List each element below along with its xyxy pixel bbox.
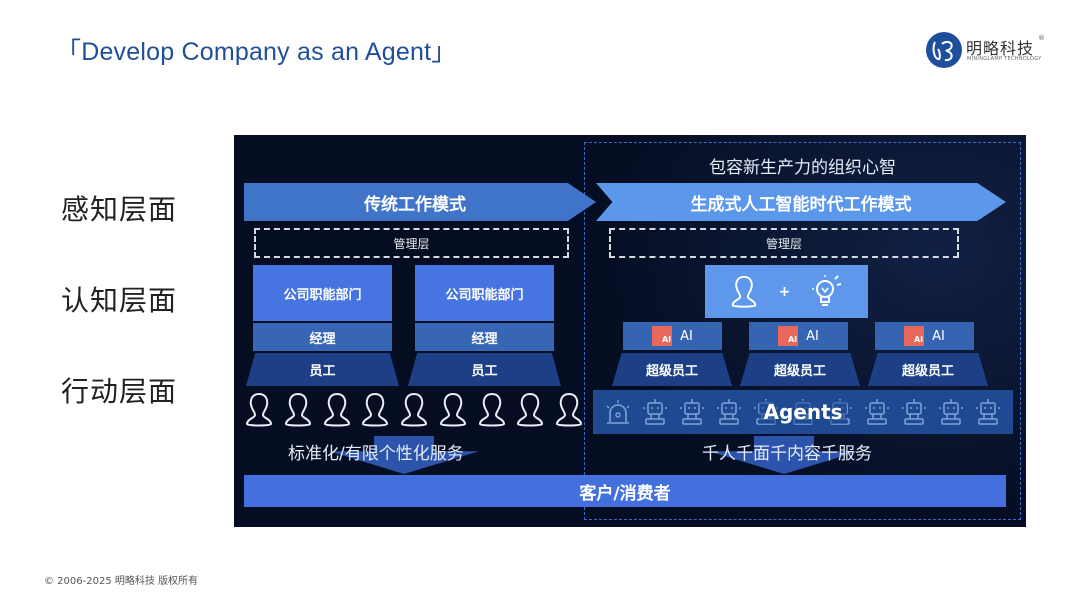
page-title: 「Develop Company as an Agent」 xyxy=(56,38,457,66)
logo-name-cn: 明略科技 xyxy=(966,39,1035,58)
robot-icon xyxy=(939,399,964,425)
manager-box: 经理 xyxy=(253,323,392,351)
super-employee-box: 超级员工 xyxy=(612,353,732,386)
person-icon xyxy=(555,392,583,427)
genai-mode-label: 生成式人工智能时代工作模式 xyxy=(690,194,912,215)
person-icon xyxy=(400,392,428,427)
side-label-action: 行动层面 xyxy=(61,375,178,408)
ai-head-icon: AI xyxy=(652,326,673,346)
management-layer-right: 管理层 xyxy=(609,228,959,258)
person-icon xyxy=(439,392,466,427)
copyright-footer: © 2006-2025 明略科技 版权所有 xyxy=(44,576,199,587)
traditional-mode-arrow: 传统工作模式 xyxy=(244,183,596,221)
department-box: 公司职能部门 xyxy=(415,265,554,321)
right-service-label: 千人千面千内容千服务 xyxy=(702,444,872,464)
staff-box: 员工 xyxy=(246,353,399,386)
customer-bar: 客户/消费者 xyxy=(244,475,1006,507)
department-box: 公司职能部门 xyxy=(253,265,392,321)
robot-icon xyxy=(642,399,667,425)
manager-box: 经理 xyxy=(415,323,554,351)
employee-icons-row xyxy=(244,391,584,431)
robot-icon xyxy=(828,399,852,425)
robot-icon xyxy=(716,399,741,425)
super-employee-box: 超级员工 xyxy=(740,353,860,386)
ai-unit: AI AI xyxy=(749,322,848,350)
ai-head-icon: AI xyxy=(778,326,799,346)
staff-box: 员工 xyxy=(408,353,561,386)
robot-icon xyxy=(902,399,927,425)
plus-sign: + xyxy=(778,283,791,300)
robot-icon xyxy=(753,399,778,425)
ai-unit: AI AI xyxy=(623,322,722,350)
lightbulb-icon xyxy=(812,274,842,306)
person-icon xyxy=(478,392,505,427)
company-logo: 明略科技 ® MININGLAMP TECHNOLOGY xyxy=(926,32,1056,70)
ai-unit: AI AI xyxy=(875,322,974,350)
person-icon xyxy=(731,275,756,308)
person-icon xyxy=(323,392,350,427)
human-plus-ai-box: + xyxy=(705,265,868,318)
robot-icon xyxy=(790,399,815,425)
diagram-panel: 包容新生产力的组织心智 传统工作模式 生成式人工智能时代工作模式 管理层 管理层… xyxy=(234,135,1026,527)
robot-icon xyxy=(679,399,704,425)
robot-icon xyxy=(865,399,890,425)
side-label-cognition: 认知层面 xyxy=(61,284,178,317)
logo-name-en: MININGLAMP TECHNOLOGY xyxy=(967,56,1042,62)
right-dashed-frame xyxy=(584,142,1021,520)
traditional-mode-label: 传统工作模式 xyxy=(364,194,466,215)
super-employee-box: 超级员工 xyxy=(868,353,988,386)
person-icon xyxy=(245,392,273,427)
person-icon xyxy=(362,392,389,427)
registered-mark: ® xyxy=(1038,34,1045,42)
alarm-beacon-icon xyxy=(606,400,630,424)
management-layer-left: 管理层 xyxy=(254,228,569,258)
genai-mode-arrow: 生成式人工智能时代工作模式 xyxy=(596,183,1006,221)
person-icon xyxy=(284,392,311,427)
logo-mark-icon xyxy=(926,32,962,68)
side-label-perception: 感知层面 xyxy=(61,193,178,226)
robot-icon xyxy=(976,399,1001,425)
right-subtitle: 包容新生产力的组织心智 xyxy=(709,158,896,178)
agents-bar xyxy=(593,390,1013,434)
ai-head-icon: AI xyxy=(904,326,925,346)
left-service-label: 标准化/有限个性化服务 xyxy=(288,444,464,464)
person-icon xyxy=(517,392,544,427)
